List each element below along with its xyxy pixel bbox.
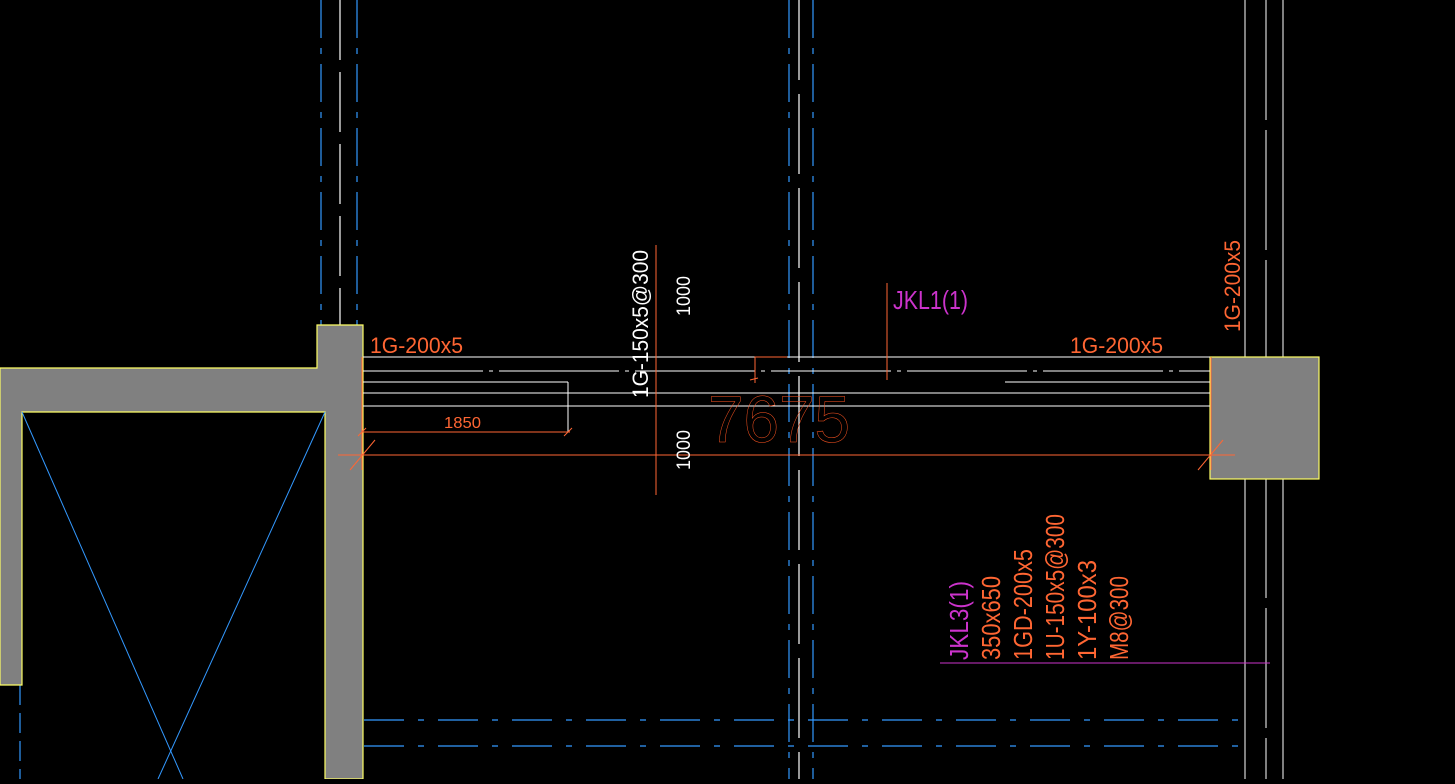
dim-small-tick-a bbox=[357, 427, 367, 437]
rebar-mid-vertical-label[interactable]: 1G-150x5@300 bbox=[628, 250, 653, 398]
beam-annotation[interactable]: JKL3(1) 350x650 1GD-200x5 1U-150x5@300 1… bbox=[944, 514, 1134, 660]
left-wall[interactable] bbox=[0, 324, 364, 780]
rebar-right-vertical-label[interactable]: 1G-200x5 bbox=[1220, 240, 1245, 332]
opening-cross bbox=[21, 411, 326, 780]
dim-small-label[interactable]: 1850 bbox=[444, 415, 481, 432]
beam-annotation-line-4[interactable]: 1Y-100x3 bbox=[1072, 560, 1102, 660]
dim-bottom-label[interactable]: 1000 bbox=[674, 430, 695, 470]
span-dimension-label[interactable]: 7675 bbox=[708, 382, 851, 457]
cross-line-a bbox=[21, 411, 184, 780]
dim-top-label[interactable]: 1000 bbox=[674, 276, 695, 316]
right-column-lines bbox=[1244, 0, 1284, 779]
right-column[interactable] bbox=[1209, 356, 1320, 480]
beam-annotation-line-3[interactable]: 1U-150x5@300 bbox=[1040, 514, 1070, 660]
beam-tag-jkl1[interactable]: JKL1(1) bbox=[893, 285, 968, 315]
section-mark bbox=[754, 356, 787, 383]
axis-lines bbox=[19, 0, 1245, 779]
cross-line-b bbox=[157, 411, 326, 780]
rebar-right-label[interactable]: 1G-200x5 bbox=[1070, 333, 1163, 358]
section-mark-tick bbox=[749, 377, 759, 381]
dimension-lines bbox=[338, 245, 1270, 664]
beam-annotation-title[interactable]: JKL3(1) bbox=[944, 581, 974, 660]
labels: 1G-200x5 1G-200x5 1G-200x5 1G-150x5@300 … bbox=[370, 240, 1245, 470]
beam-annotation-line-2[interactable]: 1GD-200x5 bbox=[1008, 549, 1038, 660]
beam-annotation-line-1[interactable]: 350x650 bbox=[976, 576, 1006, 660]
dim-small-tick-b bbox=[563, 427, 573, 437]
beam-annotation-line-5[interactable]: M8@300 bbox=[1104, 576, 1134, 660]
rebar-left-label[interactable]: 1G-200x5 bbox=[370, 333, 463, 358]
